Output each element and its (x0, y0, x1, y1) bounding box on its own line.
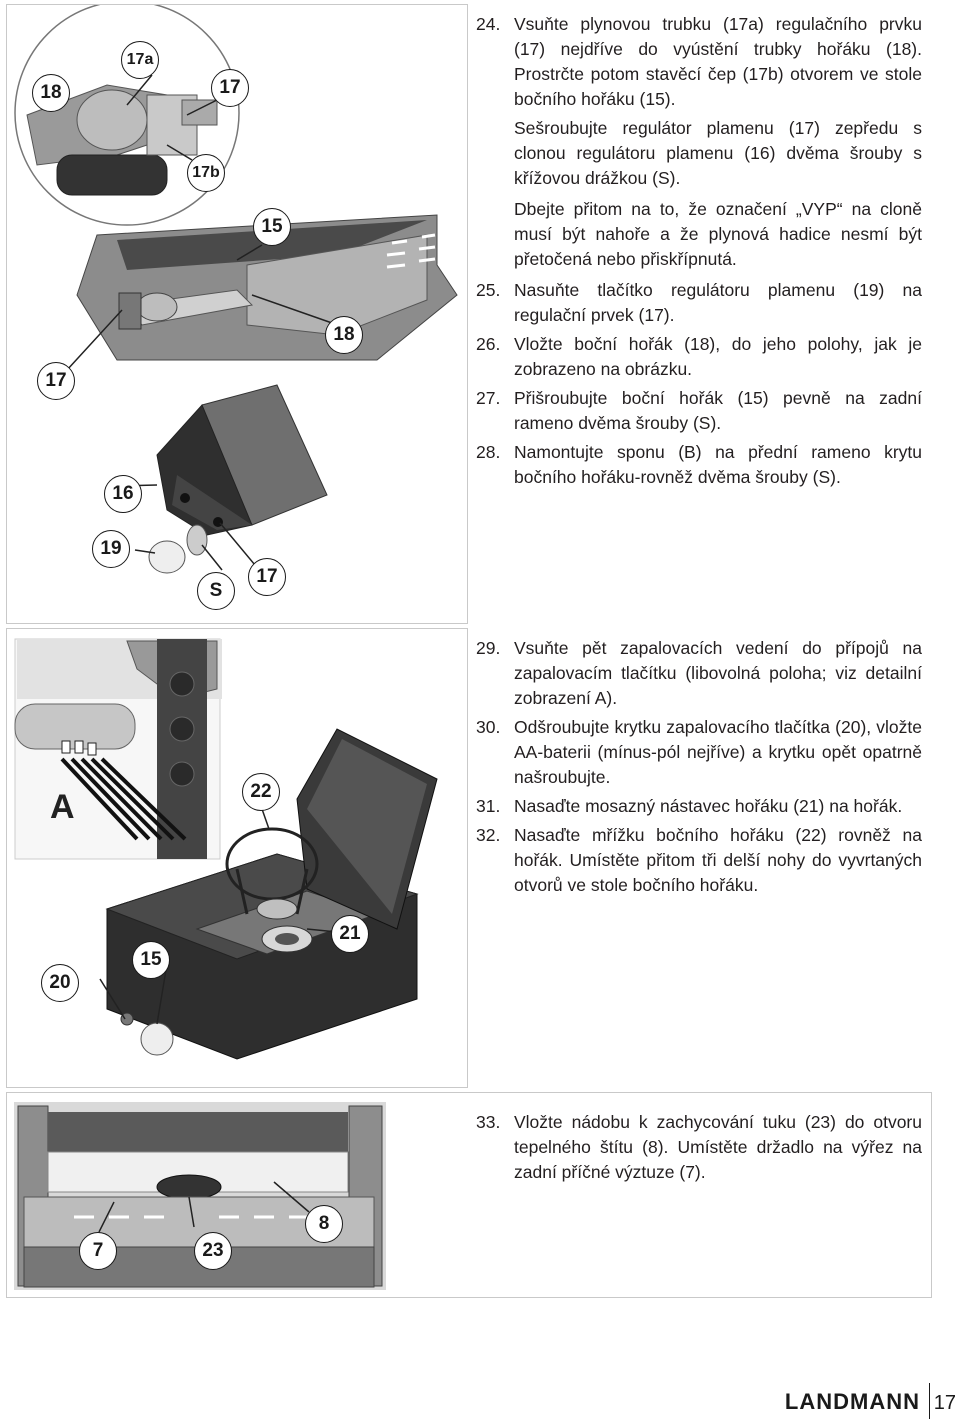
callout-19: 19 (92, 530, 130, 568)
detail-label-a: A (50, 788, 75, 826)
step-32: 32.Nasaďte mřížku bočního hořáku (22) ro… (476, 825, 922, 895)
callout-17-top: 17 (211, 69, 249, 107)
step-27: 27.Přišroubujte boční hořák (15) pevně n… (476, 388, 922, 433)
callout-17-left: 17 (37, 362, 75, 400)
step-24-para-2: Sešroubujte regulátor plamenu (17) zepře… (514, 118, 922, 188)
section2-instructions: 29.Vsuňte pět zapalovacích vedení do pří… (476, 636, 922, 902)
footer-divider (928, 1383, 930, 1419)
page-number: 17 (933, 1392, 956, 1414)
step-31: 31.Nasaďte mosazný nástavec hořáku (21) … (476, 796, 903, 816)
section2-illustration (7, 629, 465, 1085)
callout-15-lower: 15 (132, 941, 170, 979)
section1-instructions: 24.Vsuňte plynovou trubku (17a) regulačn… (476, 12, 922, 494)
callout-15-top: 15 (253, 208, 291, 246)
callout-17b: 17b (187, 154, 225, 192)
step-24-para-3: Dbejte přitom na to, že označení „VYP“ n… (514, 199, 922, 269)
callout-20: 20 (41, 964, 79, 1002)
step-24: 24.Vsuňte plynovou trubku (17a) regulačn… (476, 14, 922, 109)
step-26: 26.Vložte boční hořák (18), do jeho polo… (476, 334, 922, 379)
callout-17a: 17a (121, 41, 159, 79)
callout-23: 23 (194, 1232, 232, 1270)
callout-21: 21 (331, 915, 369, 953)
brand-logo: LANDMANN (784, 1389, 920, 1414)
section3-instructions: 33.Vložte nádobu k zachycování tuku (23)… (476, 1110, 922, 1189)
step-33: 33.Vložte nádobu k zachycování tuku (23)… (476, 1112, 922, 1182)
callout-18-middle: 18 (325, 316, 363, 354)
step-30: 30.Odšroubujte krytku zapalovacího tlačí… (476, 717, 922, 787)
callout-18-top: 18 (32, 74, 70, 112)
callout-17-bottom: 17 (248, 558, 286, 596)
callout-7: 7 (79, 1232, 117, 1270)
step-28: 28.Namontujte sponu (B) na přední rameno… (476, 442, 922, 487)
callout-s: S (197, 572, 235, 610)
callout-8: 8 (305, 1205, 343, 1243)
step-25: 25.Nasuňte tlačítko regulátoru plamenu (… (476, 280, 922, 325)
step-29: 29.Vsuňte pět zapalovacích vedení do pří… (476, 638, 922, 708)
callout-16: 16 (104, 475, 142, 513)
section3-illustration (14, 1102, 386, 1290)
section1-illustration (7, 5, 465, 621)
callout-22: 22 (242, 773, 280, 811)
